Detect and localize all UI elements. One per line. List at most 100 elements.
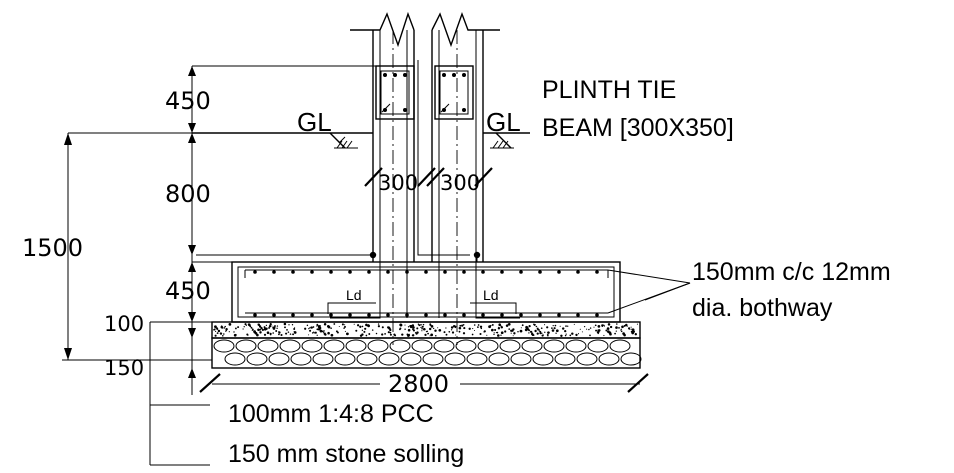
pcc-aggregate — [217, 329, 221, 333]
pcc-label: 100mm 1:4:8 PCC — [228, 400, 434, 428]
pcc-aggregate — [294, 327, 296, 329]
pcc-aggregate — [497, 327, 501, 330]
pcc-aggregate — [554, 324, 557, 327]
pcc-aggregate — [461, 324, 464, 327]
rebar-section-dot — [348, 313, 352, 317]
pcc-aggregate — [565, 325, 567, 327]
pcc-aggregate — [634, 333, 637, 336]
soling-stone — [598, 352, 620, 366]
pcc-aggregate — [269, 333, 272, 336]
rebar-section-dot — [253, 270, 257, 274]
pcc-aggregate — [624, 333, 626, 335]
pcc-aggregate — [308, 328, 310, 330]
pcc-aggregate — [344, 330, 346, 332]
leader-lines — [150, 269, 691, 466]
pcc-aggregate — [285, 332, 288, 335]
pcc-aggregate — [547, 335, 549, 337]
pcc-aggregate — [327, 325, 331, 329]
ld-label-right: Ld — [483, 287, 499, 303]
pcc-aggregate — [234, 327, 237, 330]
pcc-aggregate — [412, 329, 416, 332]
rebar-section-dot — [291, 313, 295, 317]
ground-level-right — [483, 132, 530, 149]
pcc-aggregate — [544, 324, 546, 326]
pcc-aggregate — [448, 330, 451, 333]
pcc-aggregate — [244, 323, 247, 326]
pcc-aggregate — [375, 332, 378, 335]
pcc-aggregate — [428, 327, 432, 331]
pcc-aggregate — [223, 327, 226, 329]
pcc-aggregate — [322, 331, 325, 333]
pcc-aggregate — [311, 332, 314, 334]
pcc-aggregate — [520, 327, 522, 329]
rebar-section-dot — [310, 270, 314, 274]
dim-1500: 1500 — [22, 234, 83, 262]
pcc-aggregate — [333, 323, 336, 325]
pcc-aggregate — [293, 328, 296, 330]
pcc-aggregate — [623, 324, 626, 327]
pcc-aggregate — [422, 323, 425, 326]
pcc-aggregate — [533, 324, 536, 326]
rebar-section-dot — [557, 270, 561, 274]
soling-stone — [543, 339, 565, 353]
footing-pad: Ld Ld — [196, 251, 621, 323]
soling-stone — [323, 339, 345, 353]
pcc-aggregate — [517, 330, 519, 333]
rebar-section-dot — [595, 270, 599, 274]
pcc-aggregate — [286, 329, 288, 331]
soling-stone — [345, 339, 367, 353]
pcc-aggregate — [477, 324, 480, 326]
pcc-aggregate — [356, 324, 360, 327]
pcc-aggregate — [278, 331, 280, 333]
pcc-aggregate — [330, 333, 334, 337]
pcc-aggregate — [452, 324, 456, 328]
soling-stone — [466, 352, 488, 366]
pcc-aggregate — [620, 328, 622, 330]
pcc-aggregate — [504, 330, 507, 333]
pcc-aggregate — [344, 325, 346, 328]
dim-100: 100 — [104, 312, 144, 336]
pcc-aggregate — [583, 325, 586, 328]
pcc-aggregate — [266, 331, 270, 334]
pcc-aggregate — [631, 331, 635, 335]
pcc-aggregate — [407, 326, 410, 328]
pcc-aggregate — [528, 332, 530, 334]
pcc-aggregate — [265, 327, 268, 330]
pcc-aggregate — [308, 327, 311, 329]
pcc-aggregate — [621, 325, 624, 329]
pcc-aggregate — [427, 332, 429, 335]
pcc-aggregate — [276, 327, 278, 330]
pcc-aggregate — [278, 333, 280, 336]
pcc-aggregate — [367, 324, 370, 328]
soling-stone — [433, 339, 455, 353]
soling-stone — [235, 339, 257, 353]
pcc-aggregate — [616, 323, 618, 325]
pcc-aggregate — [251, 327, 253, 329]
rebar-section-dot — [310, 313, 314, 317]
pcc-aggregate — [410, 324, 413, 327]
pcc-aggregate — [309, 329, 312, 332]
rebar-section-dot — [538, 270, 542, 274]
soling-stone — [279, 339, 301, 353]
pcc-aggregate — [420, 326, 422, 329]
pcc-aggregate — [498, 323, 502, 327]
pcc-aggregate — [384, 333, 386, 335]
pcc-aggregate — [500, 334, 502, 336]
soling-stone — [334, 352, 356, 366]
pcc-aggregate — [473, 329, 476, 332]
pcc-aggregate — [560, 334, 563, 338]
pcc-aggregate — [500, 331, 504, 335]
pcc-aggregate — [615, 330, 617, 332]
dim-450-bottom: 450 — [165, 277, 211, 305]
pcc-aggregate — [364, 327, 367, 330]
pcc-aggregate — [365, 323, 368, 327]
pcc-aggregate — [588, 328, 590, 331]
soling-stone — [554, 352, 576, 366]
pcc-aggregate — [605, 329, 608, 332]
pcc-aggregate — [455, 334, 457, 336]
soling-stone — [290, 352, 312, 366]
pcc-aggregate — [458, 330, 461, 333]
pcc-aggregate — [228, 323, 232, 326]
soling-stone — [213, 339, 235, 353]
pcc-aggregate — [306, 324, 309, 327]
